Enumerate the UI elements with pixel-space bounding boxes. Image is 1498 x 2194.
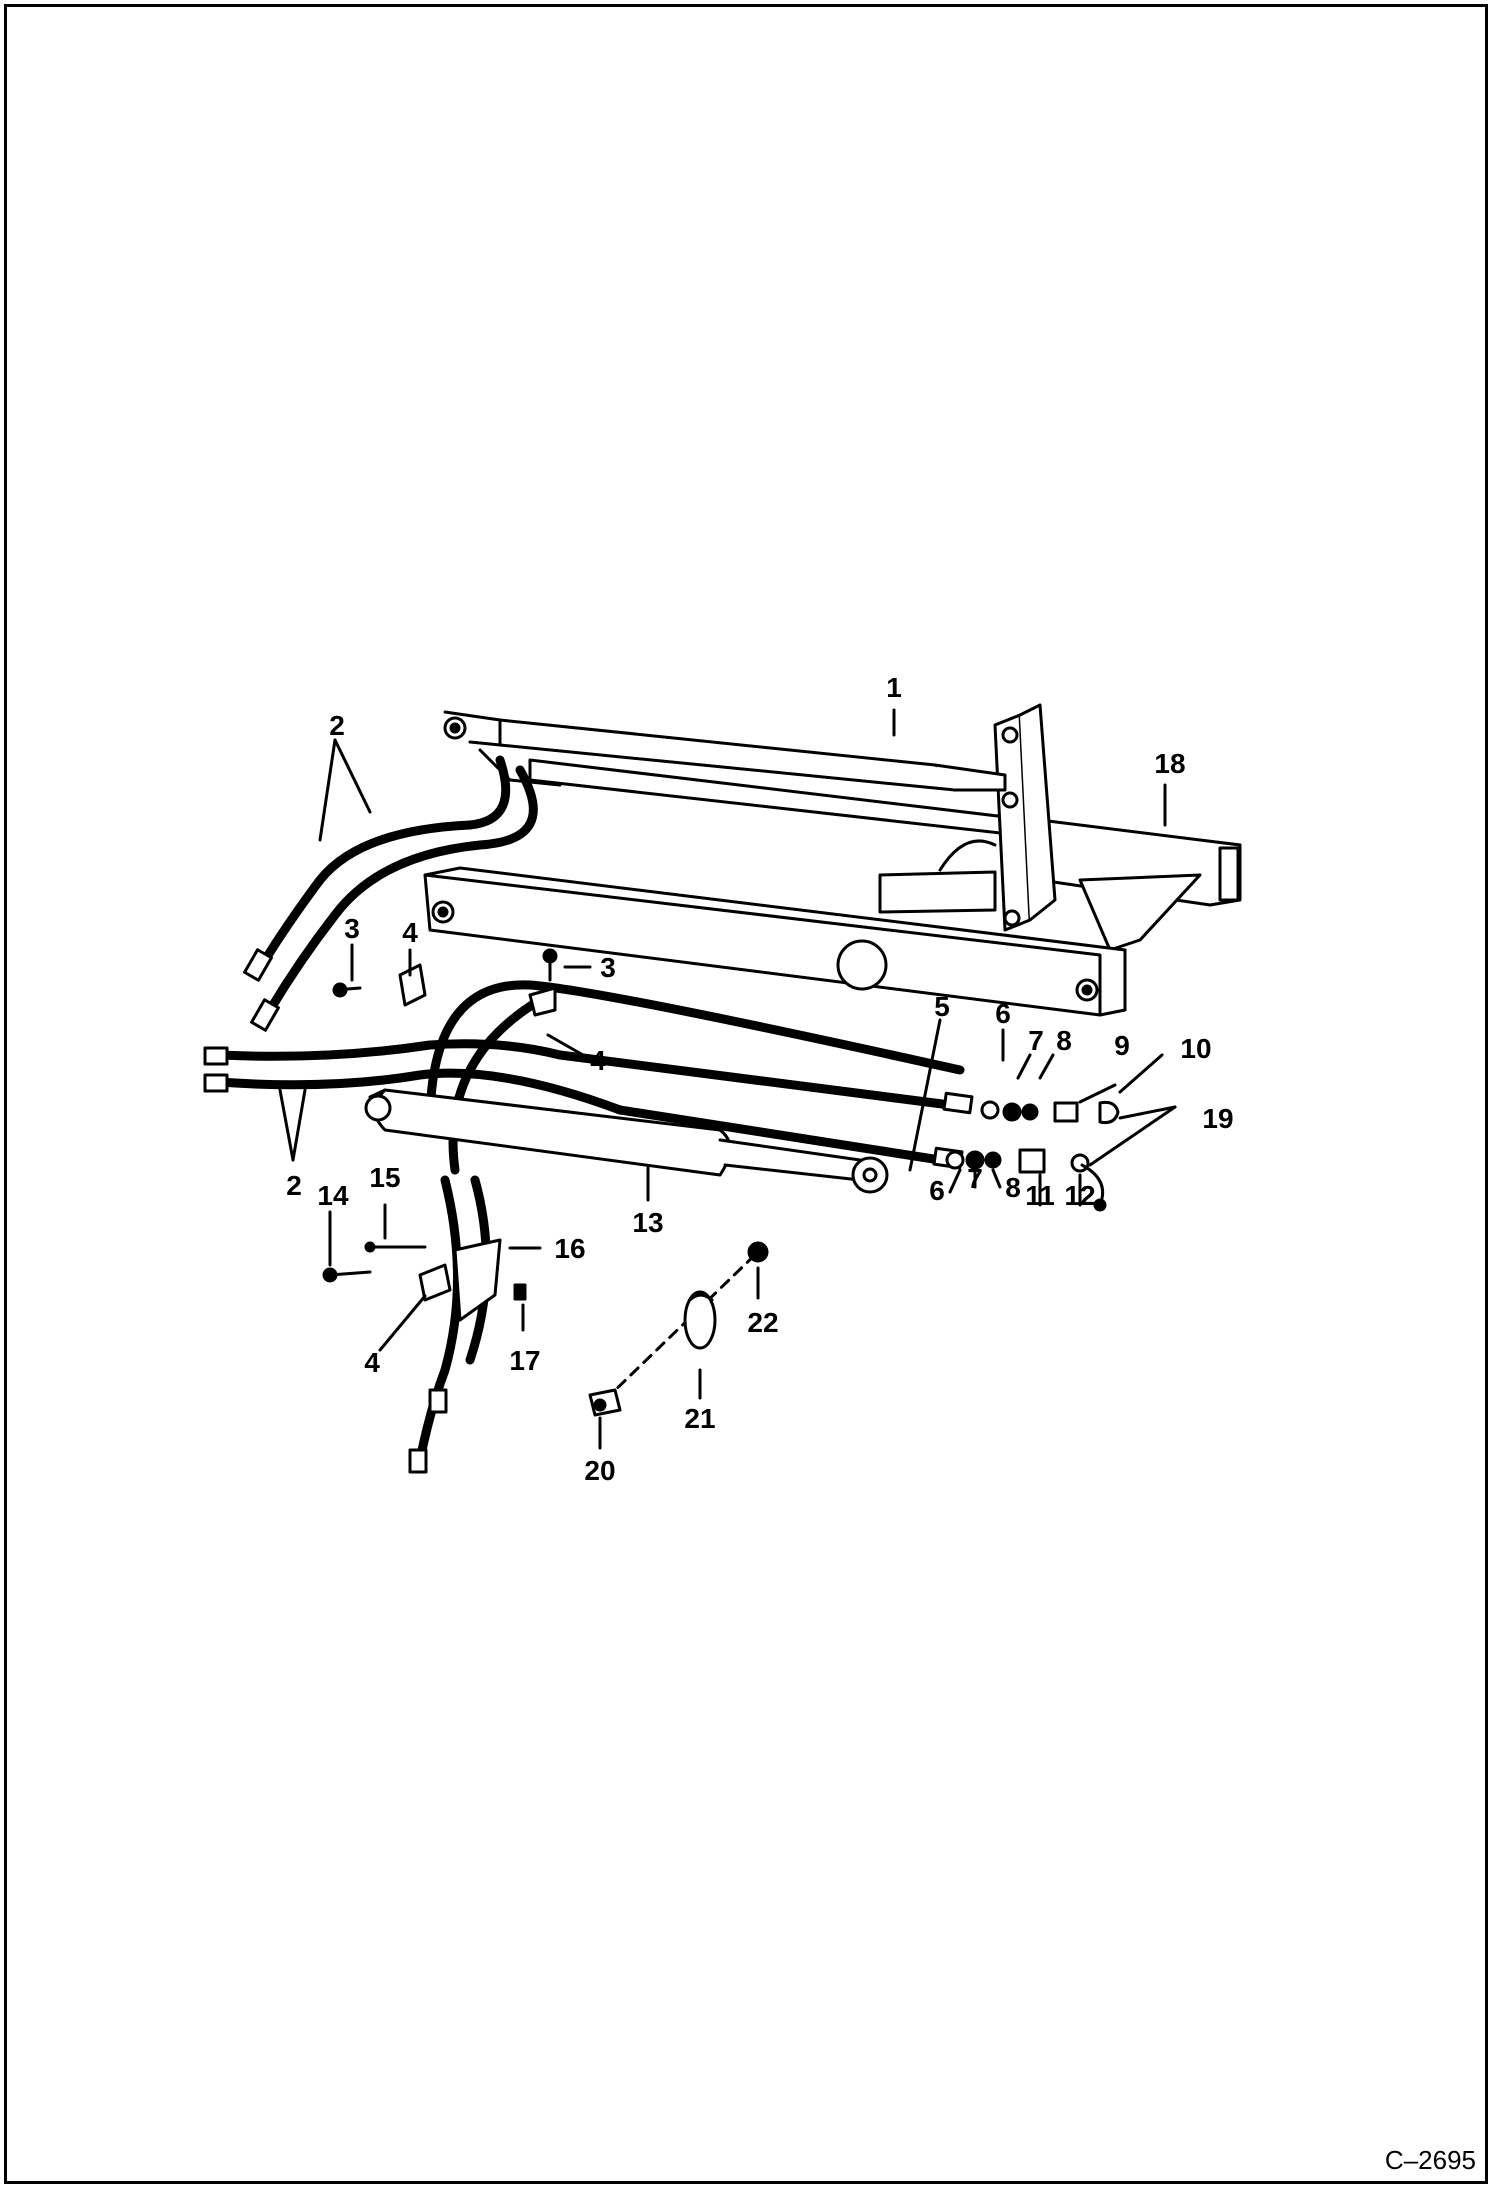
callout-22: 22: [747, 1307, 778, 1338]
lower-cylinder: [364, 1088, 889, 1194]
callout-4-mid: 4: [590, 1045, 606, 1076]
callout-2-lower: 2: [286, 1170, 302, 1201]
clamps-bolts: [322, 948, 558, 1322]
callout-3-right: 3: [600, 952, 616, 983]
callout-13: 13: [632, 1207, 663, 1238]
callout-12: 12: [1064, 1180, 1095, 1211]
upper-hoses: [260, 755, 538, 1015]
callout-6-lower: 6: [929, 1175, 945, 1206]
callout-19: 19: [1202, 1103, 1233, 1134]
callout-14: 14: [317, 1180, 349, 1211]
frame-assembly: [423, 703, 1242, 1017]
callout-7-upper: 7: [1028, 1025, 1044, 1056]
callout-16: 16: [554, 1233, 585, 1264]
callout-10: 10: [1180, 1033, 1211, 1064]
callout-9: 9: [1114, 1030, 1130, 1061]
leader-lines: [278, 708, 1177, 1450]
callout-2-upper: 2: [329, 710, 345, 741]
callout-15: 15: [369, 1162, 400, 1193]
callout-8-upper: 8: [1056, 1025, 1072, 1056]
callout-17: 17: [509, 1345, 540, 1376]
callout-1: 1: [886, 672, 902, 703]
callout-6-upper: 6: [995, 998, 1011, 1029]
callout-5: 5: [934, 991, 950, 1022]
callout-4-left: 4: [402, 917, 418, 948]
callout-4-lower: 4: [364, 1347, 380, 1378]
callout-11: 11: [1025, 1180, 1055, 1211]
callouts: 1 18 2 3 4 3 4 5 6 7 8 9 10 19 2 13 6 7 …: [286, 672, 1233, 1486]
callout-18: 18: [1154, 748, 1185, 779]
figure-id: C–2695: [1384, 2145, 1476, 2175]
callout-21: 21: [684, 1403, 715, 1434]
drawing-border: [4, 4, 1488, 2184]
callout-3-left: 3: [344, 913, 360, 944]
lower-hoses: [215, 980, 965, 1465]
callout-8-lower: 8: [1005, 1172, 1021, 1203]
callout-20: 20: [584, 1455, 615, 1486]
pin-assembly: [588, 1241, 769, 1417]
callout-7-lower: 7: [967, 1163, 983, 1194]
fittings: [945, 1100, 1120, 1212]
upper-cylinder: [443, 710, 1007, 792]
